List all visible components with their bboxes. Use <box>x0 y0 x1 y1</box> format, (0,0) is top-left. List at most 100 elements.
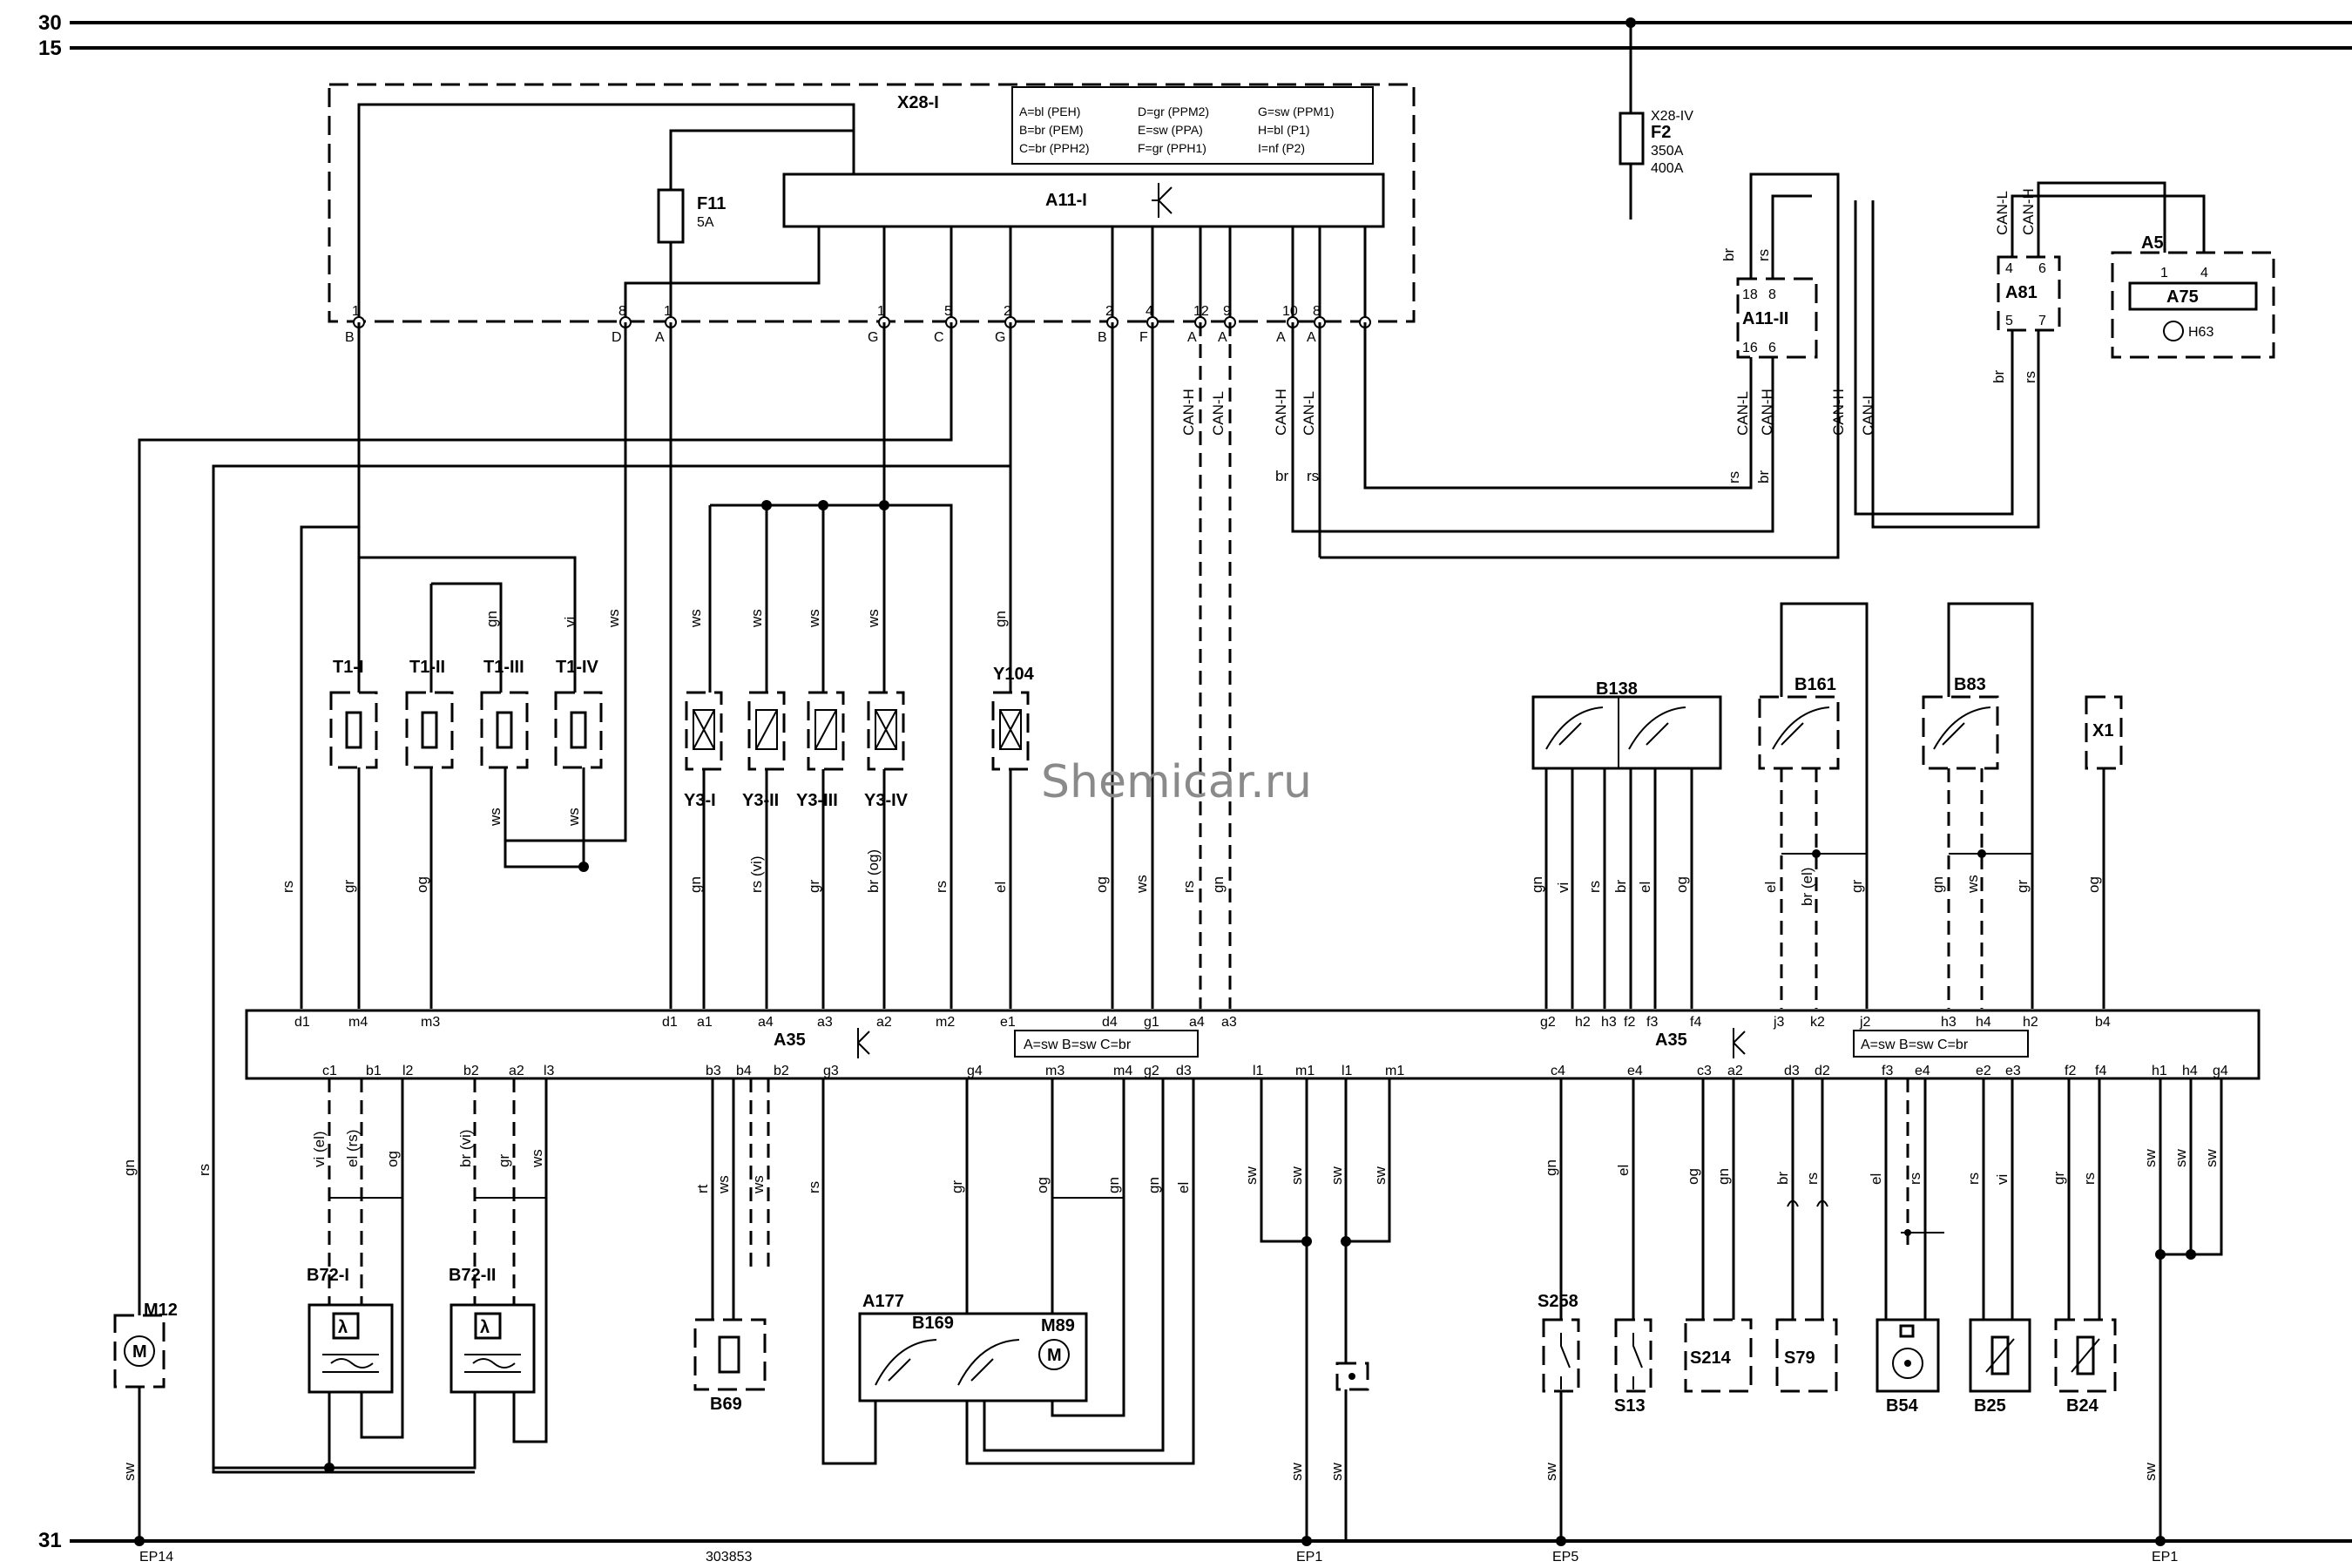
b25-label: B25 <box>1974 1396 2006 1416</box>
svg-text:A=bl (PEH): A=bl (PEH) <box>1019 105 1080 118</box>
a11-i-label: A11-I <box>1045 191 1087 210</box>
svg-text:gr: gr <box>2014 880 2031 893</box>
svg-text:ws: ws <box>865 609 882 628</box>
svg-text:EP1: EP1 <box>1296 1550 1322 1565</box>
svg-text:1: 1 <box>352 304 360 319</box>
svg-text:G: G <box>868 330 878 345</box>
svg-text:H=bl (P1): H=bl (P1) <box>1258 123 1310 137</box>
b54-label: B54 <box>1886 1396 1919 1416</box>
f2-label: F2 <box>1651 123 1671 142</box>
svg-text:d4: d4 <box>1102 1015 1118 1030</box>
rail-31: 31 <box>38 1529 2352 1552</box>
svg-text:rs: rs <box>1726 471 1742 483</box>
svg-text:sw: sw <box>2142 1463 2159 1482</box>
svg-text:h2: h2 <box>1575 1015 1591 1030</box>
svg-text:CAN-L: CAN-L <box>1734 391 1751 436</box>
svg-text:og: og <box>1093 876 1110 893</box>
f11-value: 5A <box>697 215 714 230</box>
svg-text:CAN-H: CAN-H <box>1273 389 1289 436</box>
svg-text:ws: ws <box>687 609 704 628</box>
svg-text:7: 7 <box>2038 314 2046 328</box>
svg-text:g2: g2 <box>1144 1064 1159 1078</box>
svg-text:og: og <box>1034 1177 1051 1193</box>
svg-text:d1: d1 <box>662 1015 678 1030</box>
svg-text:E=sw (PPA): E=sw (PPA) <box>1138 123 1203 137</box>
svg-text:b2: b2 <box>463 1064 479 1078</box>
x28-legend: A=bl (PEH) D=gr (PPM2) G=sw (PPM1) B=br … <box>1019 105 1335 155</box>
svg-text:a2: a2 <box>509 1064 524 1078</box>
svg-text:sw: sw <box>2173 1149 2189 1168</box>
svg-text:C=br (PPH2): C=br (PPH2) <box>1019 141 1090 155</box>
svg-text:4: 4 <box>2200 266 2208 280</box>
svg-text:A: A <box>655 330 665 345</box>
svg-text:og: og <box>2085 876 2102 893</box>
svg-text:e4: e4 <box>1627 1064 1643 1078</box>
svg-text:Y3-III: Y3-III <box>796 791 838 810</box>
svg-text:sw: sw <box>1288 1463 1305 1482</box>
b24-sensor <box>2054 1318 2117 1393</box>
svg-text:a2: a2 <box>1727 1064 1743 1078</box>
svg-text:d2: d2 <box>1815 1064 1830 1078</box>
svg-text:l2: l2 <box>402 1064 414 1078</box>
svg-text:8: 8 <box>1768 287 1776 302</box>
svg-text:sw: sw <box>1543 1463 1559 1482</box>
svg-text:F=gr (PPH1): F=gr (PPH1) <box>1138 141 1206 155</box>
svg-text:ws: ws <box>565 808 582 827</box>
svg-text:A: A <box>1276 330 1286 345</box>
svg-text:1: 1 <box>664 304 672 319</box>
svg-text:8: 8 <box>1313 304 1321 319</box>
svg-text:sw: sw <box>2142 1149 2159 1168</box>
svg-text:rs: rs <box>1907 1173 1923 1185</box>
svg-text:gn: gn <box>1930 876 1946 893</box>
svg-text:og: og <box>414 876 430 893</box>
svg-text:CAN-L: CAN-L <box>1210 391 1227 436</box>
svg-text:6: 6 <box>2038 261 2046 276</box>
svg-text:rs: rs <box>1804 1173 1821 1185</box>
svg-text:l1: l1 <box>1342 1064 1353 1078</box>
b72-i-label: B72-I <box>307 1266 349 1285</box>
svg-text:rs: rs <box>2022 371 2038 383</box>
svg-text:ws: ws <box>1133 875 1150 894</box>
rail-31-label: 31 <box>38 1529 62 1552</box>
svg-text:sw: sw <box>1288 1166 1305 1186</box>
svg-text:f2: f2 <box>2065 1064 2076 1078</box>
svg-text:br: br <box>1275 468 1288 484</box>
y3-injectors: Y3-I Y3-II Y3-III Y3-IV <box>684 691 909 810</box>
svg-text:br (el): br (el) <box>1799 868 1815 906</box>
svg-text:h3: h3 <box>1601 1015 1617 1030</box>
svg-text:gn: gn <box>1210 876 1227 893</box>
svg-text:br: br <box>1990 370 2007 383</box>
svg-text:5: 5 <box>944 304 952 319</box>
svg-text:gr: gr <box>341 880 357 893</box>
svg-text:vi: vi <box>1994 1174 2011 1185</box>
b69-label: B69 <box>710 1395 742 1414</box>
rail-30-label: 30 <box>38 11 62 35</box>
svg-text:gn: gn <box>483 611 500 627</box>
svg-text:el: el <box>992 882 1009 893</box>
svg-text:9: 9 <box>1223 304 1231 319</box>
svg-text:λ: λ <box>480 1318 490 1337</box>
h63-lamp-icon <box>2163 321 2184 341</box>
svg-text:c4: c4 <box>1551 1064 1565 1078</box>
x1-label: X1 <box>2092 721 2113 740</box>
b138-label: B138 <box>1596 679 1638 699</box>
a81-connector <box>1997 255 2061 332</box>
svg-text:CAN-H: CAN-H <box>1830 389 1847 436</box>
x28-legend-box <box>1011 86 1374 165</box>
svg-text:br (og): br (og) <box>865 849 882 893</box>
transistor-icon <box>1152 183 1173 218</box>
svg-text:gn: gn <box>1715 1168 1732 1185</box>
svg-text:a4: a4 <box>1189 1015 1205 1030</box>
svg-text:ws: ws <box>605 609 622 628</box>
svg-text:gn: gn <box>1529 876 1545 893</box>
svg-text:b4: b4 <box>736 1064 752 1078</box>
svg-text:Y3-IV: Y3-IV <box>864 791 909 810</box>
svg-text:br: br <box>1774 1172 1791 1185</box>
a35-label-left: A35 <box>774 1031 806 1050</box>
svg-text:vi: vi <box>562 617 578 627</box>
svg-text:gn: gn <box>687 876 704 893</box>
svg-text:el: el <box>1762 882 1779 893</box>
svg-text:A: A <box>1187 330 1197 345</box>
svg-text:b3: b3 <box>706 1064 721 1078</box>
